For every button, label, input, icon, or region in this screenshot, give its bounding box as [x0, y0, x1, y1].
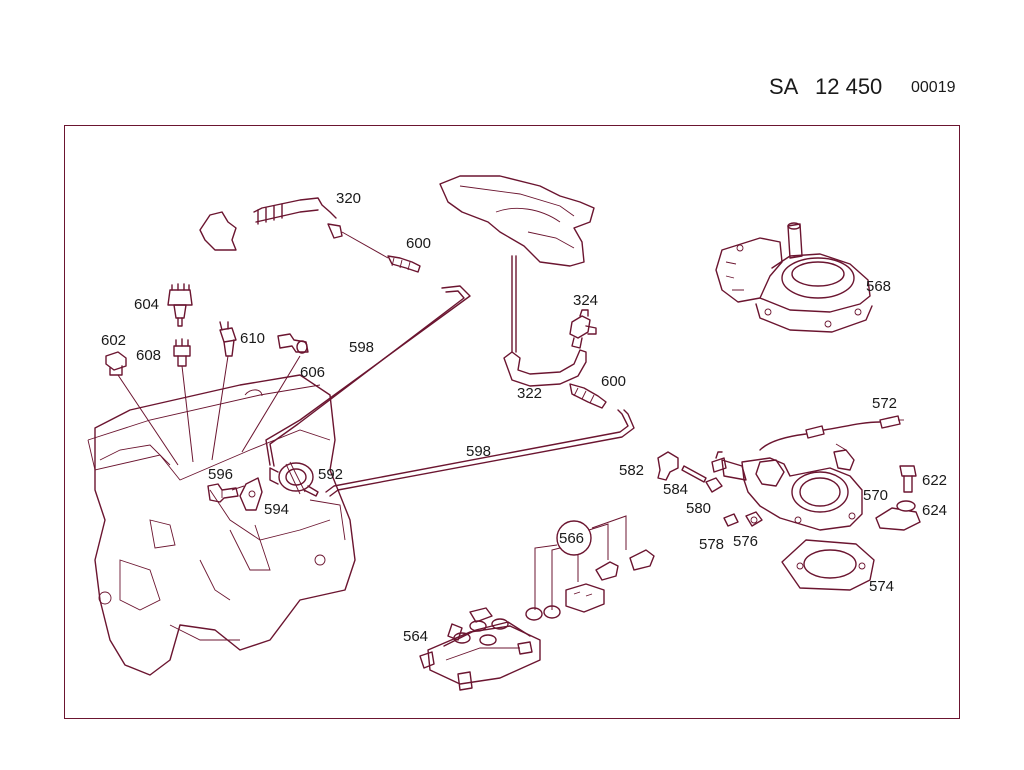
label-580: 580 [686, 500, 711, 517]
label-584: 584 [663, 481, 688, 498]
label-596: 596 [208, 466, 233, 483]
label-574: 574 [869, 578, 894, 595]
part-608-switch [173, 338, 194, 463]
engine-block [87, 374, 356, 676]
label-600-top: 600 [406, 235, 431, 252]
label-576: 576 [733, 533, 758, 550]
label-604: 604 [134, 296, 159, 313]
part-598-pipe-upper [265, 285, 471, 467]
label-608: 608 [136, 347, 161, 364]
label-566: 566 [559, 530, 584, 547]
part-labels: 320 600 604 602 608 610 598 606 324 568 … [101, 190, 947, 645]
part-564-distributor [419, 607, 541, 691]
part-624-plate [875, 500, 921, 531]
part-566-kit [525, 515, 655, 621]
header-code: 00019 [911, 79, 956, 96]
label-320: 320 [336, 190, 361, 207]
label-624: 624 [922, 502, 947, 519]
label-324: 324 [573, 292, 598, 309]
part-600-valve-mid [569, 383, 607, 409]
drawing-frame [64, 125, 960, 719]
label-598-lower: 598 [466, 443, 491, 460]
header-number: 12 450 [815, 74, 883, 99]
part-606-bolt [241, 333, 309, 453]
part-600-valve-top [341, 231, 421, 273]
part-598-pipe-lower [325, 409, 635, 497]
part-324-fitting [569, 309, 597, 349]
label-568: 568 [866, 278, 891, 295]
part-582-elbow [657, 451, 679, 481]
part-584-pin [681, 465, 707, 483]
label-582: 582 [619, 462, 644, 479]
label-572: 572 [872, 395, 897, 412]
part-572-cable [759, 415, 904, 451]
label-592: 592 [318, 466, 343, 483]
header-prefix: SA [769, 74, 799, 99]
part-610-sensor [211, 321, 237, 461]
part-570-throttle-body [721, 443, 863, 531]
part-580-sleeve [705, 477, 723, 493]
part-568-housing [715, 222, 873, 333]
label-600-mid: 600 [601, 373, 626, 390]
part-320-hose [199, 197, 343, 251]
label-610: 610 [240, 330, 265, 347]
part-594-bracket [231, 477, 263, 511]
part-578-bushing [723, 513, 739, 527]
part-592-vacuum-unit [269, 461, 319, 497]
label-606: 606 [300, 364, 325, 381]
drawing-header: SA 12 450 00019 [760, 74, 970, 104]
label-598-upper: 598 [349, 339, 374, 356]
label-602: 602 [101, 332, 126, 349]
part-small-connectors [711, 451, 727, 473]
part-574-gasket [781, 539, 875, 591]
part-602-plug [105, 351, 179, 466]
label-578: 578 [699, 536, 724, 553]
part-622-bolt [899, 465, 917, 493]
part-596-bolt [207, 483, 239, 503]
part-604-sensor [167, 283, 193, 327]
part-576-bushing [745, 511, 763, 527]
label-564: 564 [403, 628, 428, 645]
part-322-manifold-hose [439, 175, 595, 387]
label-570: 570 [863, 487, 888, 504]
label-322: 322 [517, 385, 542, 402]
label-594: 594 [264, 501, 289, 518]
label-622: 622 [922, 472, 947, 489]
